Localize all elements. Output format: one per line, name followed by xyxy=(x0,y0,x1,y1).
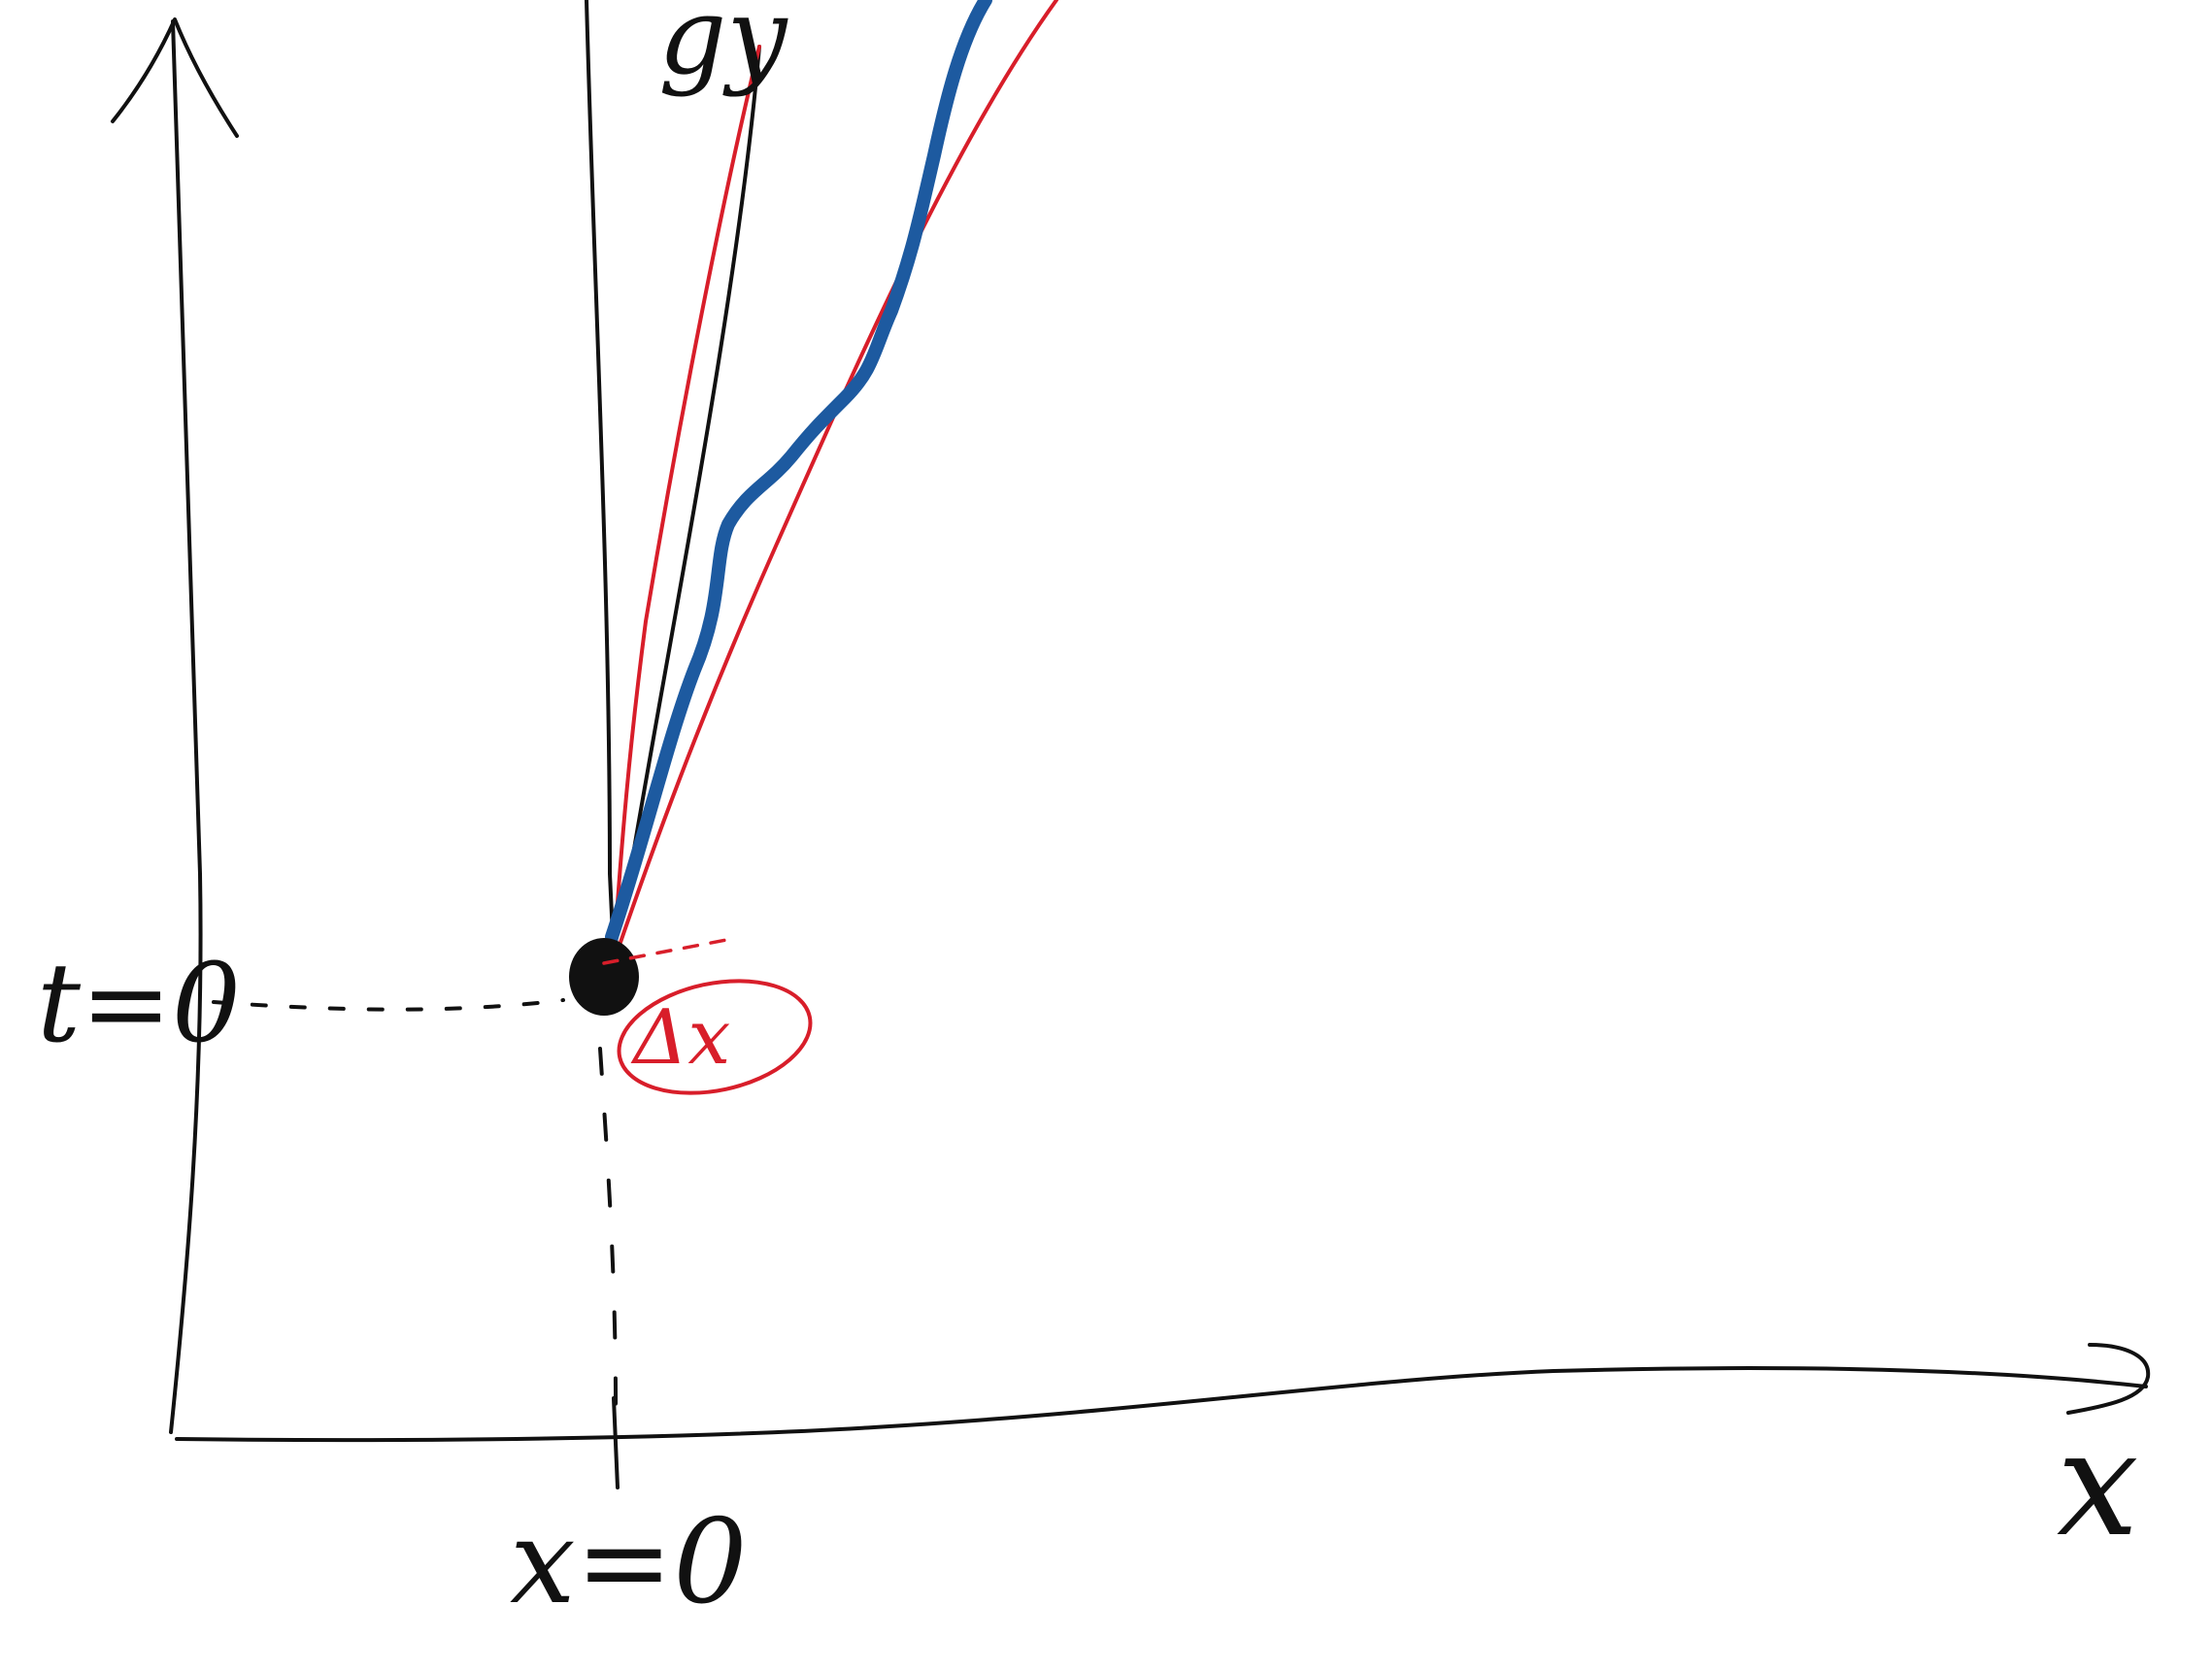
delta-x-circle xyxy=(617,979,813,1095)
x-axis-line xyxy=(175,1365,2148,1443)
red-line-steep xyxy=(612,45,761,958)
t-axis-arrowhead xyxy=(111,17,239,138)
x-axis-arrowhead xyxy=(2066,1343,2151,1415)
t-zero-label: t=0 xyxy=(37,941,241,1067)
t-axis-line xyxy=(169,19,203,1434)
t-zero-dashed-line xyxy=(212,998,565,1012)
black-worldline-left xyxy=(585,0,616,958)
x-axis-label: x xyxy=(2057,1400,2139,1569)
delta-x-label: Δx xyxy=(630,994,730,1082)
blue-worldline xyxy=(605,0,992,944)
x-zero-tick xyxy=(612,1396,620,1489)
black-worldline-right xyxy=(610,45,761,963)
red-line-shallow xyxy=(614,0,1058,958)
red-dashed-tangent xyxy=(602,938,728,965)
x-zero-label: x=0 xyxy=(510,1495,748,1630)
top-worldline-label: gy xyxy=(658,0,788,98)
event-point xyxy=(569,938,639,1016)
